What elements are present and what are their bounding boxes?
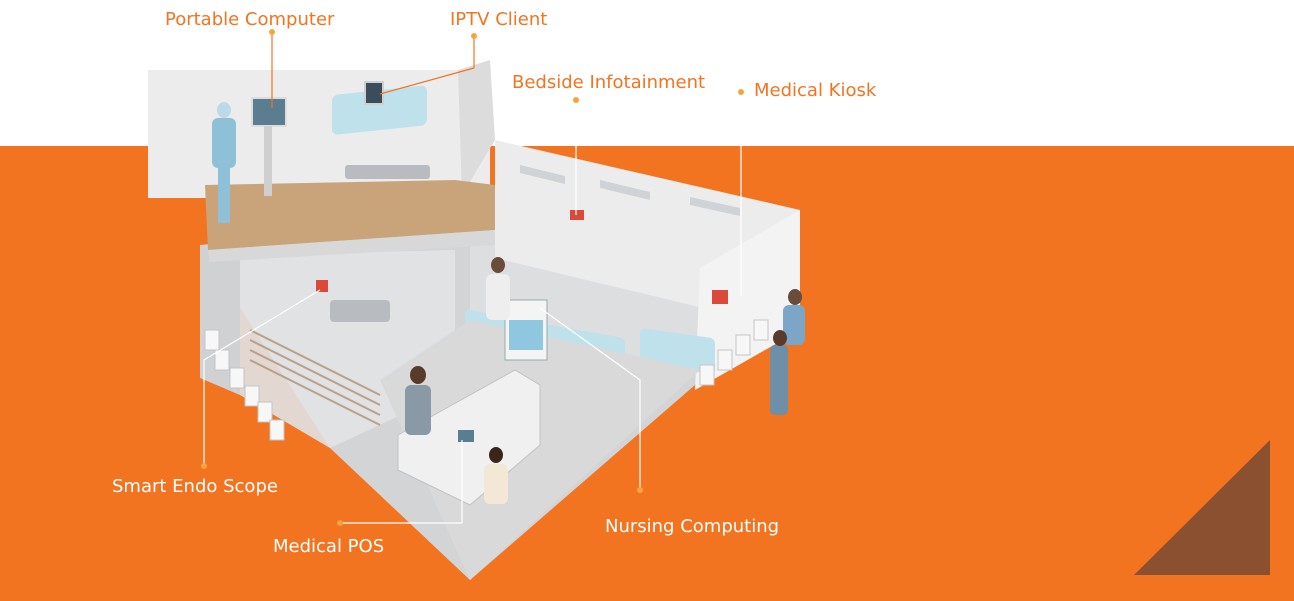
medical-kiosk-screen: [712, 290, 728, 304]
iptv-client-line: [379, 36, 475, 95]
ward-right-wall: [695, 210, 800, 390]
portable-computer-stand: [264, 126, 272, 196]
nursing-computing-line: [539, 307, 641, 490]
bedside-infotainment-screen: [570, 210, 584, 220]
hospital-building-illustration: [148, 60, 805, 580]
upper-bed: [332, 85, 427, 135]
glass-partition-stripes: [249, 329, 381, 426]
nursing-computing-marker: [637, 487, 643, 493]
corridor-floor: [380, 320, 700, 580]
waiting-chairs-left: [204, 329, 285, 441]
people: [405, 257, 805, 504]
smart-endo-scope-marker: [201, 463, 207, 469]
medical-pos-marker: [337, 520, 343, 526]
bedside-infotainment-marker: [573, 97, 579, 103]
upper-floor-slab: [205, 180, 495, 250]
waiting-chairs-right: [699, 319, 769, 386]
endoscopy-bed: [330, 300, 390, 322]
portable-computer-cart: [251, 97, 287, 127]
upper-floor-slab-edge: [208, 230, 495, 262]
nursing-cart-drawers: [509, 320, 543, 350]
label-medical-pos: Medical POS: [273, 536, 385, 557]
medical-kiosk-marker: [738, 89, 744, 95]
ward-window-2: [600, 180, 650, 200]
endo-scope-screen: [316, 280, 328, 292]
label-portable-computer: Portable Computer: [165, 9, 335, 30]
label-iptv-client: IPTV Client: [450, 9, 548, 30]
corner-triangle: [1134, 440, 1270, 575]
ward-window-1: [520, 165, 565, 184]
smart-endo-scope-line: [203, 289, 321, 466]
iptv-client-marker: [471, 33, 477, 39]
callout-lines: [203, 32, 742, 524]
left-wall: [200, 245, 240, 395]
upper-nurse: [212, 118, 236, 168]
iptv-screen: [364, 81, 384, 105]
label-smart-endo-scope: Smart Endo Scope: [112, 476, 278, 497]
upper-bed-frame: [345, 165, 430, 179]
callout-markers: [201, 29, 744, 526]
ward-window-3: [690, 197, 740, 216]
label-nursing-computing: Nursing Computing: [605, 516, 780, 537]
reception-monitor: [458, 430, 474, 442]
label-bedside-infotainment: Bedside Infotainment: [512, 72, 706, 93]
medical-pos-line: [340, 440, 463, 524]
label-medical-kiosk: Medical Kiosk: [754, 80, 877, 101]
portable-computer-marker: [269, 29, 275, 35]
upper-floor-right-wall: [458, 60, 495, 195]
upper-floor-back-wall: [148, 70, 490, 198]
